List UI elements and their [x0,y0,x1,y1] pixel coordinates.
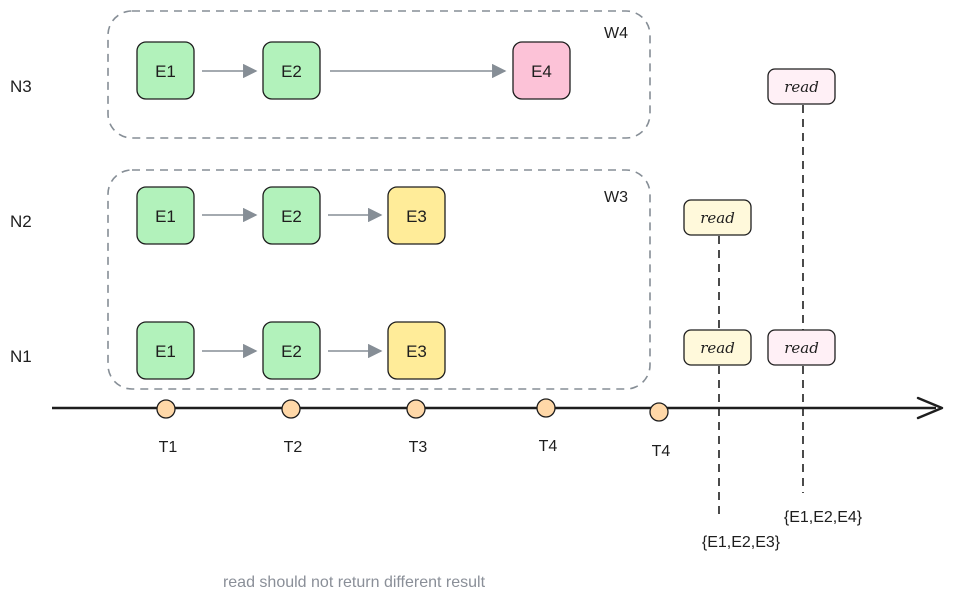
event-box[interactable] [262,41,321,100]
window-w4 [107,10,651,139]
read-group-second: read read {E1,E2,E4} [767,68,863,526]
event-label: E1 [155,342,176,361]
row-n2: E1 E2 E3 [136,186,446,245]
read-label: read [784,78,819,96]
read-label: read [784,339,819,357]
timeline-tick-label: T4 [652,443,671,460]
event-label: E1 [155,62,176,81]
node-label-n3: N3 [10,77,32,96]
event-label: E2 [281,207,302,226]
event-label: E3 [406,207,427,226]
event-label: E2 [281,62,302,81]
timeline-tick[interactable] [281,399,301,419]
event-box[interactable] [512,41,571,100]
event-box[interactable] [136,41,195,100]
event-box[interactable] [387,186,446,245]
node-label-n1: N1 [10,347,32,366]
timeline-tick[interactable] [536,398,556,418]
window-label-w3: W3 [604,189,628,206]
timeline-tick-label: T2 [284,439,303,456]
event-label: E3 [406,342,427,361]
window-label-w4: W4 [604,25,628,42]
read-button[interactable] [767,329,836,366]
timeline-ticks: T1 T2 T3 T4 T4 [156,398,671,460]
event-label: E2 [281,342,302,361]
caption: read should not return different result [223,574,486,591]
read-group-first: read read {E1,E2,E3} [683,199,781,551]
row-n3: E1 E2 E4 [136,41,571,100]
read-button[interactable] [683,199,752,236]
event-label: E1 [155,207,176,226]
event-box[interactable] [136,321,195,380]
timeline-tick-label: T3 [409,439,428,456]
node-label-n2: N2 [10,212,32,231]
event-box[interactable] [136,186,195,245]
event-label: E4 [531,62,552,81]
read-button[interactable] [767,68,836,105]
timeline-tick[interactable] [406,399,426,419]
timeline-tick[interactable] [649,402,669,422]
event-box[interactable] [387,321,446,380]
event-box[interactable] [262,186,321,245]
timeline-tick-label: T4 [539,438,558,455]
timeline-tick[interactable] [156,399,176,419]
row-n1: E1 E2 E3 [136,321,446,380]
read-button[interactable] [683,329,752,366]
read-result: {E1,E2,E4} [784,509,863,526]
timeline-arrowhead-icon [916,396,944,420]
read-label: read [700,209,735,227]
read-label: read [700,339,735,357]
event-box[interactable] [262,321,321,380]
timeline-tick-label: T1 [159,439,178,456]
window-w3 [107,169,651,390]
read-result: {E1,E2,E3} [702,534,781,551]
